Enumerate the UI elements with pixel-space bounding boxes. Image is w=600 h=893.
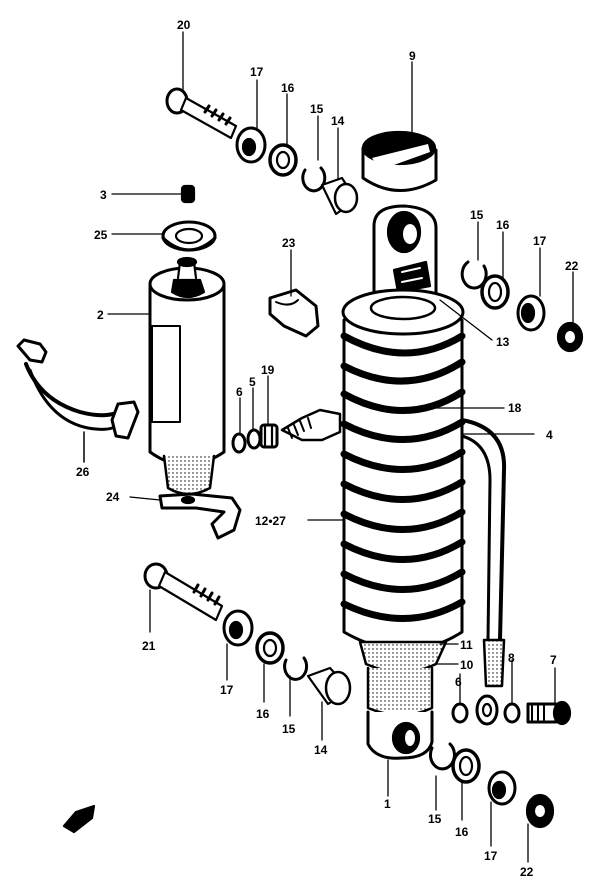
callout-2: 2 <box>97 308 104 322</box>
callout-20: 20 <box>177 18 191 32</box>
callout-19: 19 <box>261 363 275 377</box>
banjo-bolt-part-7 <box>526 700 572 726</box>
washer-part-17-lower-left <box>222 609 254 647</box>
callout-22-b: 22 <box>520 865 534 879</box>
nut-part-22-top <box>556 321 584 353</box>
circlip-part-15-lower-left <box>283 656 309 681</box>
callout-24: 24 <box>106 490 120 504</box>
callout-4: 4 <box>546 428 553 442</box>
circlip-part-15-top <box>301 166 327 193</box>
front-arrow-icon <box>62 804 96 834</box>
callout-25: 25 <box>94 228 108 242</box>
callout-15-a: 15 <box>310 102 324 116</box>
cover-cap-part-9 <box>361 130 438 192</box>
reservoir-part-2 <box>148 256 226 496</box>
seal-part-16-lower-right <box>451 748 481 784</box>
bolt-part-20 <box>165 87 238 140</box>
washer-part-17-right <box>516 294 546 332</box>
callout-1: 1 <box>384 797 391 811</box>
callout-16-b: 16 <box>496 218 510 232</box>
callout-16-a: 16 <box>281 81 295 95</box>
hose-part-4 <box>460 418 507 726</box>
washer-part-6-left <box>231 432 247 454</box>
bracket-part-24 <box>158 492 242 540</box>
callout-11: 11 <box>460 638 473 652</box>
washer-part-8 <box>503 702 521 724</box>
callout-23: 23 <box>282 236 296 250</box>
callout-17-c: 17 <box>220 683 234 697</box>
callout-10: 10 <box>460 658 474 672</box>
callout-8: 8 <box>508 651 515 665</box>
callout-6-a: 6 <box>236 385 243 399</box>
callout-9: 9 <box>409 49 416 63</box>
circlip-part-15-lower-right <box>428 742 456 771</box>
callout-18: 18 <box>508 401 522 415</box>
callout-14-b: 14 <box>314 743 328 757</box>
callout-3: 3 <box>100 188 107 202</box>
bolt-part-21 <box>143 562 224 622</box>
circlip-part-15-right <box>460 260 488 290</box>
callout-5: 5 <box>249 375 256 389</box>
washer-part-17-top <box>235 126 267 164</box>
callout-15-c: 15 <box>282 722 296 736</box>
washer-part-5 <box>246 428 262 450</box>
bushing-part-14-top <box>320 176 359 216</box>
callout-15-b: 15 <box>470 208 484 222</box>
coil-spring-part-18 <box>340 288 466 652</box>
callout-21: 21 <box>142 639 156 653</box>
callout-14-a: 14 <box>331 114 345 128</box>
nut-part-22-bottom <box>525 793 555 829</box>
bump-stopper-part-23 <box>268 288 320 338</box>
ring-part-25 <box>161 220 217 252</box>
callout-16-d: 16 <box>455 825 469 839</box>
washer-part-6-right <box>451 702 469 724</box>
callout-26: 26 <box>76 465 90 479</box>
seal-part-16-top <box>268 143 298 177</box>
bushing-part-14-lower <box>306 666 352 706</box>
clamp-strap-part-26 <box>16 338 140 463</box>
valve-cap-part-3 <box>180 184 196 204</box>
callout-6-b: 6 <box>455 675 462 689</box>
callout-15-d: 15 <box>428 812 442 826</box>
callout-22-a: 22 <box>565 259 579 273</box>
nut-part-19 <box>259 423 279 449</box>
seal-part-16-lower-left <box>255 631 285 665</box>
callout-17-b: 17 <box>533 234 547 248</box>
callout-17-a: 17 <box>250 65 264 79</box>
callout-16-c: 16 <box>256 707 270 721</box>
damper-upper-eye <box>372 204 438 302</box>
damper-lower-body-part-1 <box>358 640 448 760</box>
washer-part-17-lower-right <box>487 770 517 806</box>
leader-lines <box>107 31 574 863</box>
seal-part-16-right <box>480 274 510 310</box>
callout-7: 7 <box>550 653 557 667</box>
callout-17-d: 17 <box>484 849 498 863</box>
callout-12-27: 12•27 <box>255 514 286 528</box>
hose-fitting-bolt <box>280 408 342 442</box>
callout-labels: 20 17 16 15 14 9 3 25 23 2 15 16 17 22 1… <box>76 18 579 879</box>
callout-13: 13 <box>496 335 510 349</box>
